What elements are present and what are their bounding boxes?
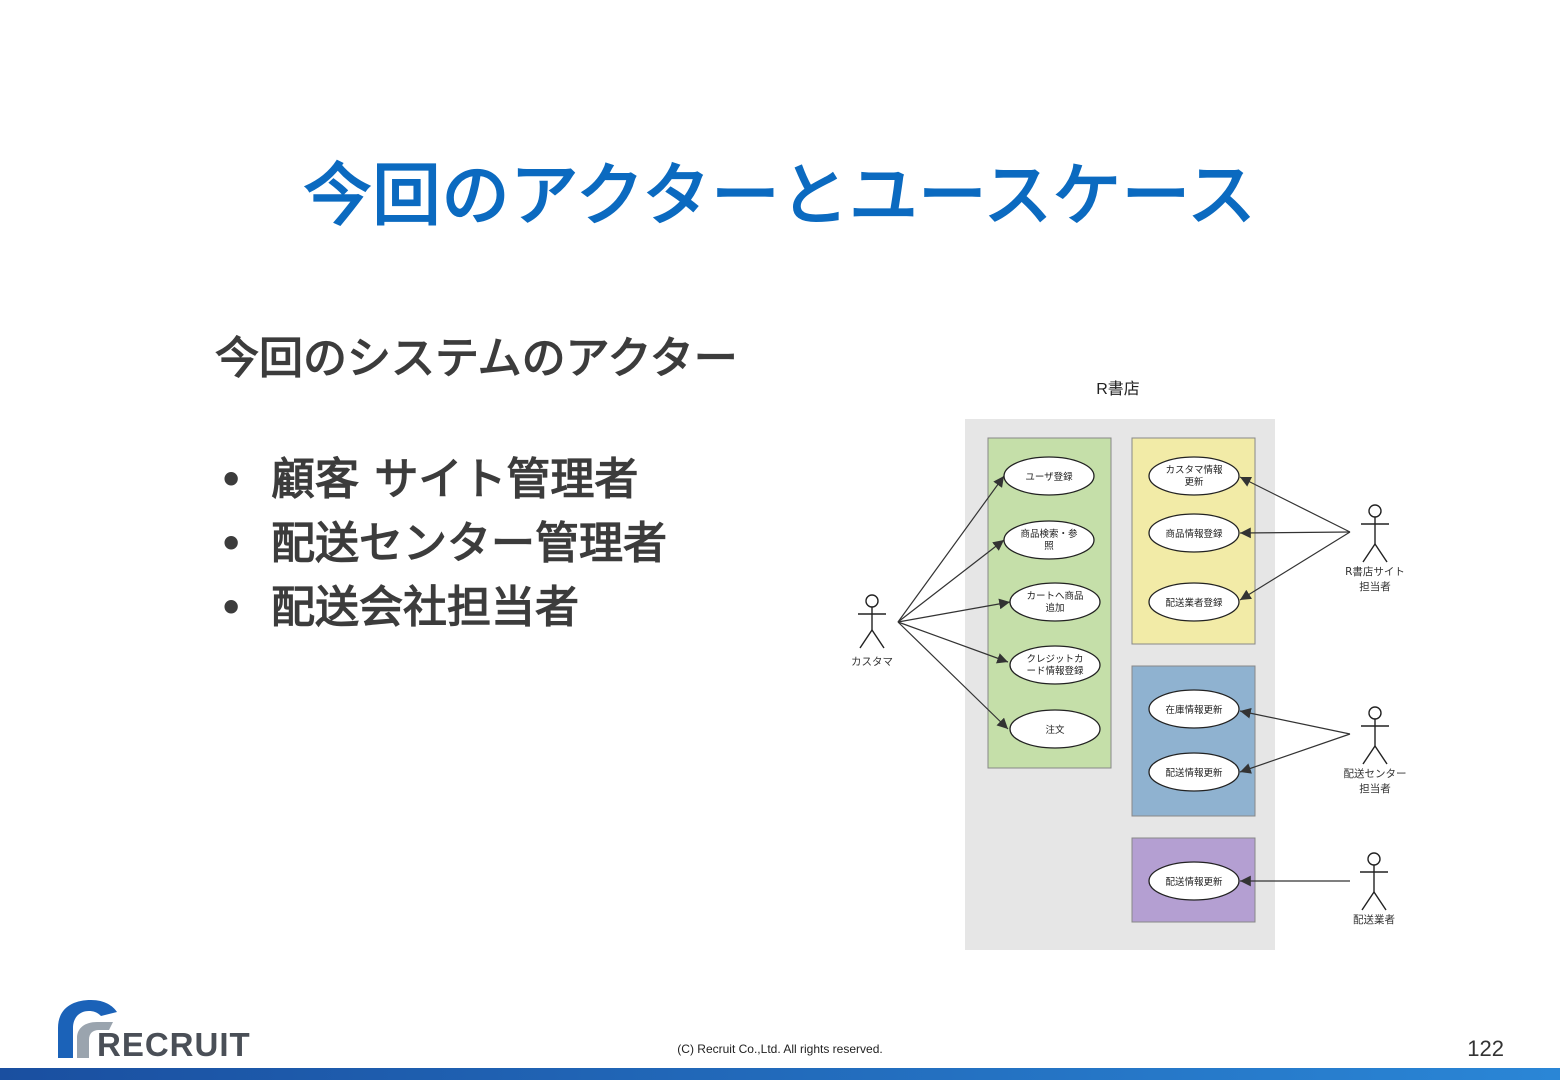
association-arrow (897, 621, 1009, 730)
use-case-label: カスタマ情報 (1165, 464, 1223, 476)
center-staff-actor-label: 担当者 (1359, 782, 1391, 795)
bullet-text: 配送センター管理者 (271, 518, 667, 569)
system-name-label: R書店 (1096, 380, 1140, 398)
slide-title: 今回のアクターとユースケース (303, 157, 1257, 236)
bullet-marker: • (219, 458, 244, 502)
use-case-label: 商品情報登録 (1165, 528, 1223, 540)
association-arrow (1239, 476, 1351, 533)
customer-actor-icon (858, 594, 886, 649)
association-arrow (897, 539, 1005, 623)
use-case-delivery-info-update-center: 配送情報更新 (1148, 752, 1240, 792)
use-case-add-to-cart: カートへ商品 追加 (1009, 582, 1101, 622)
center-use-case-group (1131, 665, 1256, 817)
use-case-label: 在庫情報更新 (1165, 704, 1223, 716)
use-case-label: ード情報登録 (1026, 665, 1084, 677)
association-arrow (1239, 527, 1351, 539)
section-heading: 今回のシステムのアクター (215, 333, 738, 384)
association-arrow (897, 475, 1005, 623)
page-number: 122 (1467, 1036, 1504, 1061)
use-case-delivery-info-update-carrier: 配送情報更新 (1148, 861, 1240, 901)
copyright-notice: (C) Recruit Co.,Ltd. All rights reserved… (677, 1042, 883, 1056)
use-case-label: ユーザ登録 (1025, 471, 1073, 483)
use-case-label: 配送情報更新 (1165, 767, 1223, 779)
use-case-customer-info-update: カスタマ情報 更新 (1148, 456, 1240, 496)
association-arrow (1239, 733, 1351, 774)
use-case-user-register: ユーザ登録 (1003, 456, 1095, 496)
associations (897, 475, 1351, 887)
use-case-credit-card-register: クレジットカ ード情報登録 (1009, 645, 1101, 685)
carrier-actor-icon (1360, 852, 1388, 911)
use-case-label: 配送業者登録 (1165, 597, 1223, 609)
use-case-label: 注文 (1045, 724, 1065, 736)
center-staff-actor-label: 配送センター (1344, 767, 1407, 780)
bullet-marker: • (219, 586, 244, 630)
use-case-stock-info-update: 在庫情報更新 (1148, 689, 1240, 729)
use-case-order: 注文 (1009, 709, 1101, 749)
use-case-label: 照 (1044, 541, 1054, 552)
use-case-label: 商品検索・参 (1020, 528, 1078, 540)
use-case-label: 追加 (1045, 602, 1064, 614)
site-staff-actor-label: R書店サイト (1345, 565, 1405, 578)
bullet-item: • 配送センター管理者 (215, 512, 667, 576)
customer-actor-label: カスタマ (851, 656, 893, 668)
use-case-label: カートへ商品 (1026, 590, 1083, 602)
association-arrow (897, 621, 1009, 664)
bullet-item: • 顧客 サイト管理者 (215, 448, 667, 512)
center-staff-actor-icon (1361, 706, 1389, 765)
bullet-item: • 配送会社担当者 (215, 576, 667, 640)
use-case-label: 配送情報更新 (1165, 876, 1223, 888)
association-arrow (897, 598, 1011, 623)
actor-bullet-list: • 顧客 サイト管理者 • 配送センター管理者 • 配送会社担当者 (215, 448, 667, 640)
association-arrow (1239, 531, 1351, 601)
logo-wordmark: RECRUIT (97, 1026, 251, 1060)
use-case-carrier-register: 配送業者登録 (1148, 582, 1240, 622)
site-staff-actor-icon (1361, 504, 1389, 563)
carrier-actor-label: 配送業者 (1353, 913, 1395, 926)
footer-bar (0, 1068, 1560, 1080)
use-case-product-info-register: 商品情報登録 (1148, 513, 1240, 553)
site-staff-actor-label: 担当者 (1359, 580, 1391, 593)
use-case-label: 更新 (1184, 476, 1204, 488)
association-arrow (1239, 707, 1351, 735)
bullet-text: 配送会社担当者 (271, 582, 579, 633)
recruit-logo: RECRUIT (58, 1000, 251, 1060)
bullet-marker: • (219, 522, 244, 566)
bullet-text: 顧客 サイト管理者 (271, 454, 639, 505)
use-case-label: クレジットカ (1026, 654, 1083, 665)
use-case-product-search: 商品検索・参 照 (1003, 520, 1095, 560)
